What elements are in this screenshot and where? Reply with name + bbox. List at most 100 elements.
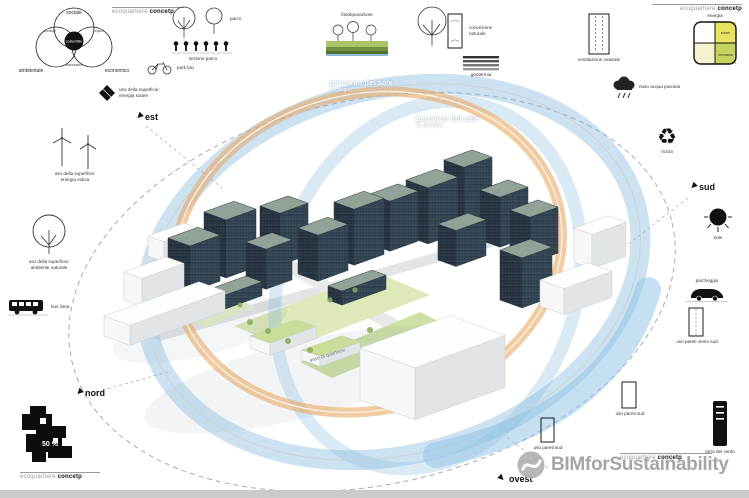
brand-bold: concetp <box>57 474 83 480</box>
recycle-label: ricicla <box>661 149 673 154</box>
sun-path-december-label: percorso del sole 21 dicembre <box>416 116 479 129</box>
recycle-item: ♻ ricicla <box>644 126 690 155</box>
ground-layers-icon <box>463 56 499 71</box>
building-face <box>573 215 627 235</box>
wind-tower-icon <box>713 401 727 446</box>
building-face <box>259 195 309 214</box>
building-face <box>479 179 529 198</box>
building-face <box>301 335 361 357</box>
south-walls-label-c: uso pareti sud <box>533 445 563 450</box>
compass-arrow-icon <box>73 387 84 399</box>
surface-nature-line2: ambiente naturale <box>30 264 68 270</box>
black-plan-icon: 50 % <box>22 406 72 462</box>
wall-section-icon <box>621 381 637 409</box>
recycle-icon: ♻ <box>657 124 677 149</box>
tree-icon <box>417 6 447 46</box>
south-walls-label-a: uso pareti vento sud <box>676 339 718 344</box>
compass-arrow-icon <box>687 181 698 193</box>
compass-nord: nord <box>73 387 105 399</box>
sustainability-venn: sociale ambientale economico vivibile eq… <box>6 2 136 86</box>
energy-matrix-icon: solare biomassa <box>693 21 737 65</box>
parking-label: parcheggio <box>695 278 719 283</box>
brand-bold: concetp <box>717 6 742 12</box>
people-icons <box>172 41 232 54</box>
building-face <box>245 232 293 250</box>
park-trees-icon: parco <box>172 6 242 38</box>
sun-label: sole <box>713 235 723 240</box>
building-face <box>573 227 593 269</box>
brand-bottom-left: ecoquartiere concetp <box>20 472 100 480</box>
south-walls-item-c: uso pareti sud <box>524 416 572 451</box>
venn-diagram-icon: sociale ambientale economico vivibile eq… <box>19 7 129 74</box>
brand-bold: concetp <box>657 455 683 461</box>
brand-light: ecoquartiere <box>20 474 58 480</box>
sun-path-june-label: percorso del sole 21 giugno <box>330 80 393 93</box>
building-face <box>333 190 385 210</box>
compass-ovest-label: ovest <box>509 474 533 484</box>
footer-bar <box>0 490 749 498</box>
surface-wind-line2: energia eolica <box>60 176 90 182</box>
energy-cell-biomass: biomassa <box>718 53 732 57</box>
car-icon <box>686 288 728 302</box>
building-face <box>539 262 613 289</box>
bicycle-icon <box>147 61 172 75</box>
wall-section-icon <box>688 307 704 337</box>
sun-arc-front-band <box>423 277 661 468</box>
door-section-icon <box>447 13 463 49</box>
sun-path-december-sub: 21 dicembre <box>416 123 444 129</box>
brand-light: ecoquartiere <box>679 6 718 12</box>
ventilated-wall-icon <box>588 13 610 55</box>
compass-arrow-icon <box>133 111 144 123</box>
brand-light: ecoquartiere <box>112 9 150 15</box>
building-face <box>297 216 349 236</box>
sun-path-december-title: percorso del sole <box>416 116 480 123</box>
brand-top-left: ecoquartiere concetp <box>112 7 184 15</box>
venn-overlap-livable: vivibile <box>44 28 57 33</box>
surface-solar-item: uso della superficie: energia solare <box>98 84 168 102</box>
building-face <box>405 168 459 189</box>
building-face <box>389 190 419 252</box>
convection-item: convezione naturale <box>446 12 513 50</box>
building-face <box>103 281 226 326</box>
sun-path-june-title: percorso del sole <box>330 80 394 87</box>
venn-overlap-viable: realizzabile <box>65 63 83 67</box>
brand-light: ecoquartiere <box>620 455 658 461</box>
watermark-text: BIMforSustainability <box>551 454 729 475</box>
venn-label-environment: ambientale <box>19 68 44 74</box>
sun-item: sole <box>700 206 736 241</box>
bus-line-label: bus linea <box>51 304 70 310</box>
watermark: BIMforSustainability <box>516 450 729 480</box>
plan-percent-label: 50 % <box>42 441 59 448</box>
compass-sud-label: sud <box>699 182 716 192</box>
surface-wind-item: uso della superficie: energia eolica <box>36 124 114 182</box>
building-face <box>499 238 553 259</box>
ventilation-label: ventilazione naturale <box>577 57 621 62</box>
brand-bold: concetp <box>149 9 175 15</box>
venn-overlap-fair: equo <box>95 28 105 33</box>
building-face <box>353 198 385 266</box>
compass-est-label: est <box>145 112 159 122</box>
brand-bottom-right: ecoquartiere concetp <box>620 453 712 461</box>
venn-label-economy: economico <box>105 68 129 74</box>
convection-line2: naturale <box>469 31 486 36</box>
park-label: parco <box>230 16 242 21</box>
geothermal-label: geotermia <box>470 72 492 77</box>
building-face <box>123 256 185 279</box>
bus-icon <box>8 300 48 316</box>
surface-nature-line1: uso della superficie: <box>28 259 70 264</box>
venn-center-label: sostenibile <box>66 40 82 44</box>
site-boundary-ellipse <box>68 92 676 492</box>
south-walls-item-a: uso pareti vento sud <box>668 306 726 345</box>
phyto-item: fitodepurazione <box>320 12 394 57</box>
tree-circle-icon <box>32 214 66 254</box>
building-face <box>443 149 493 168</box>
convection-line1: convezione <box>469 25 493 31</box>
compass-ovest: ovest <box>497 473 533 485</box>
bike-park-label: park bici <box>177 64 195 70</box>
rainwater-label: riuso acqua piovana <box>639 84 681 90</box>
rain-cloud-icon <box>613 76 635 99</box>
building-face <box>249 319 317 344</box>
footprint-plan: 50 % <box>20 404 82 468</box>
building-face <box>359 315 506 369</box>
